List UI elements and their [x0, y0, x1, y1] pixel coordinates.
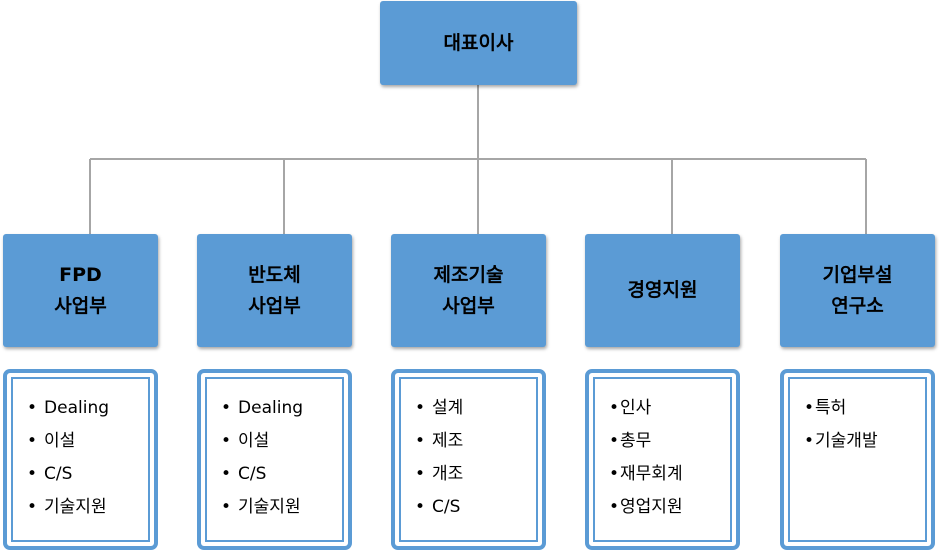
duty-item: 인사 — [609, 392, 683, 425]
duty-item: 기술지원 — [221, 491, 303, 524]
ceo-label: 대표이사 — [443, 31, 514, 54]
dept-label-line1: FPD — [59, 263, 102, 286]
duty-item: 제조 — [415, 425, 463, 458]
duty-list: Dealing 이설 C/S 기술지원 — [27, 392, 109, 524]
duty-item: 영업지원 — [609, 491, 683, 524]
duty-list: Dealing 이설 C/S 기술지원 — [221, 392, 303, 524]
duty-item: 기술개발 — [804, 425, 878, 458]
duty-item: Dealing — [27, 392, 109, 425]
dept-label-line1: 반도체 — [248, 263, 301, 286]
dept-manufacturing-node: 제조기술 사업부 — [391, 234, 546, 347]
dept-fpd-node: FPD 사업부 — [3, 234, 158, 347]
duty-list: 인사 총무 재무회계 영업지원 — [609, 392, 683, 524]
duty-item: 총무 — [609, 425, 683, 458]
duty-list: 설계 제조 개조 C/S — [415, 392, 463, 524]
dept-label-line2: 사업부 — [248, 294, 301, 317]
duty-item: 설계 — [415, 392, 463, 425]
ceo-node: 대표이사 — [380, 1, 577, 85]
duty-item: 기술지원 — [27, 491, 109, 524]
duty-item: 이설 — [221, 425, 303, 458]
dept-management-node: 경영지원 — [585, 234, 740, 347]
dept-semiconductor-duties: Dealing 이설 C/S 기술지원 — [197, 369, 352, 550]
duty-item: C/S — [27, 458, 109, 491]
duty-item: C/S — [415, 491, 463, 524]
dept-label-line1: 경영지원 — [627, 279, 698, 301]
dept-label-line2: 사업부 — [442, 294, 495, 317]
duty-item: Dealing — [221, 392, 303, 425]
dept-label-line1: 제조기술 — [433, 263, 504, 286]
dept-label-line1: 기업부설 — [822, 263, 893, 286]
dept-semiconductor-node: 반도체 사업부 — [197, 234, 352, 347]
dept-fpd-duties: Dealing 이설 C/S 기술지원 — [3, 369, 158, 550]
dept-label-line2: 사업부 — [54, 294, 107, 317]
duty-item: 개조 — [415, 458, 463, 491]
duty-item: 재무회계 — [609, 458, 683, 491]
dept-research-duties: 특허 기술개발 — [780, 369, 935, 550]
duty-item: 이설 — [27, 425, 109, 458]
dept-manufacturing-duties: 설계 제조 개조 C/S — [391, 369, 546, 550]
dept-management-duties: 인사 총무 재무회계 영업지원 — [585, 369, 740, 550]
duty-item: 특허 — [804, 392, 878, 425]
dept-research-node: 기업부설 연구소 — [780, 234, 935, 347]
duty-item: C/S — [221, 458, 303, 491]
duty-list: 특허 기술개발 — [804, 392, 878, 458]
dept-label-line2: 연구소 — [831, 294, 884, 317]
